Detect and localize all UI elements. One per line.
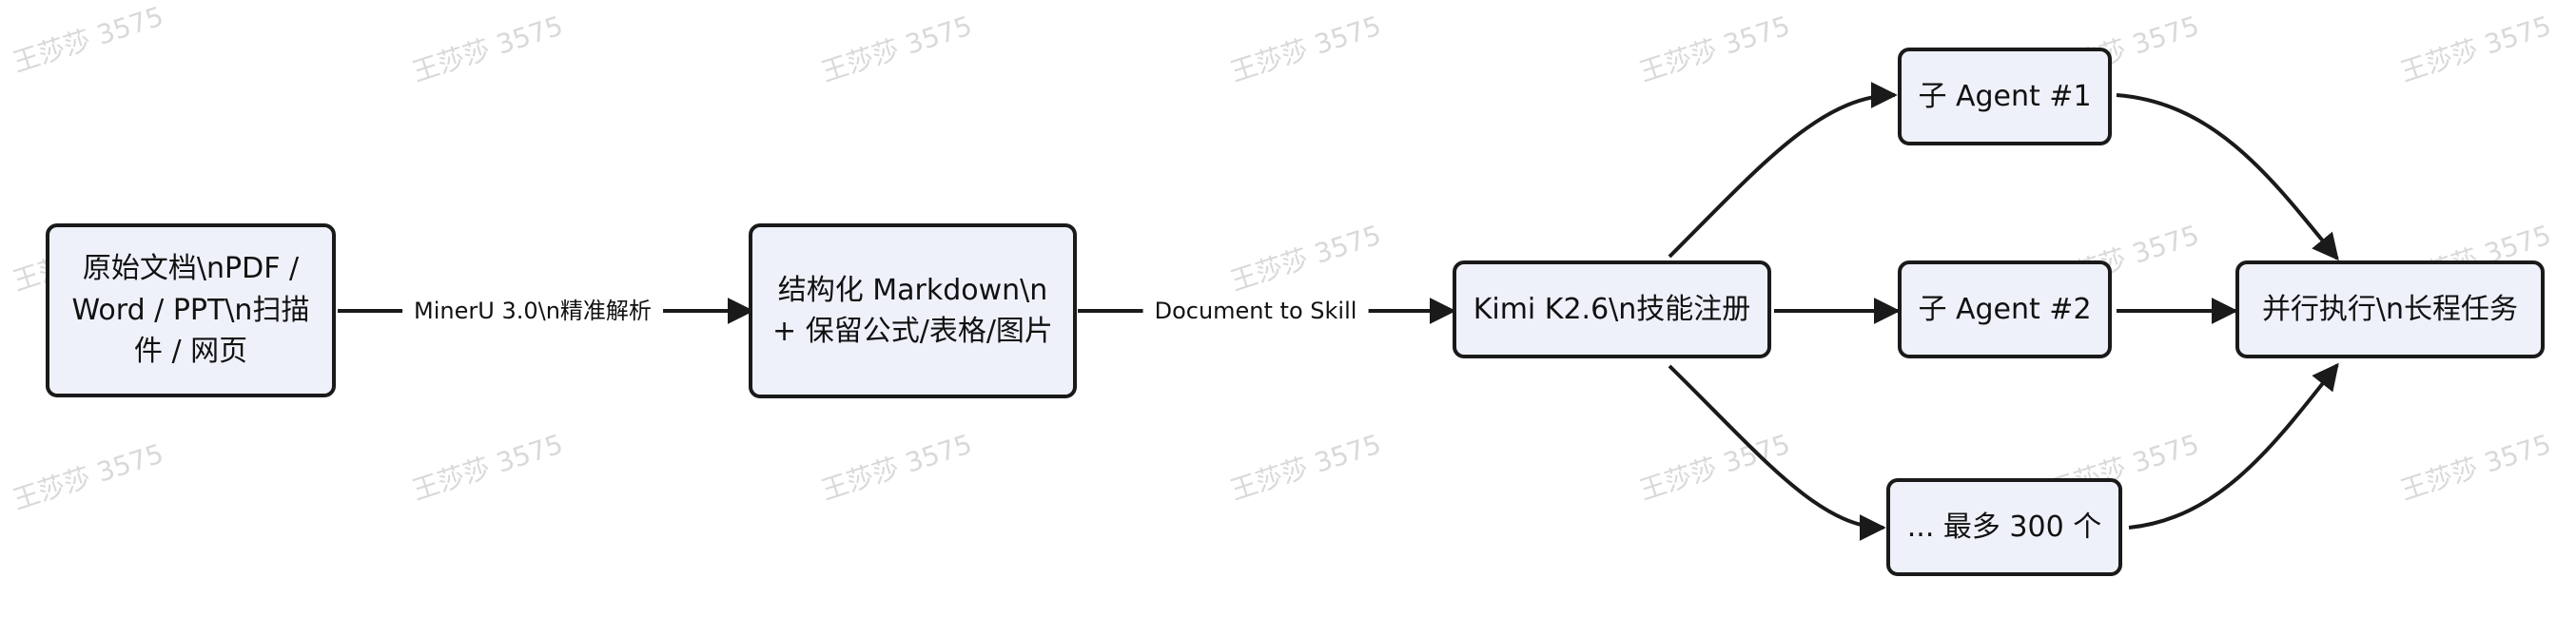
- edge-kimi-to-agent1: [1668, 82, 1898, 259]
- node-structured-markdown-label: 结构化 Markdown\n+ 保留公式/表格/图片: [772, 273, 1053, 349]
- node-agent-2: 子 Agent #2: [1898, 260, 2112, 358]
- node-agent-more: ... 最多 300 个: [1886, 478, 2122, 576]
- node-parallel-exec-label: 并行执行\n长程任务: [2261, 292, 2519, 326]
- node-agent-1: 子 Agent #1: [1898, 48, 2112, 145]
- node-kimi-label: Kimi K2.6\n技能注册: [1473, 292, 1751, 326]
- node-structured-markdown: 结构化 Markdown\n+ 保留公式/表格/图片: [749, 223, 1077, 398]
- node-kimi: Kimi K2.6\n技能注册: [1453, 260, 1771, 358]
- node-source-docs-label: 原始文档\nPDF / Word / PPT\n扫描件 / 网页: [71, 252, 310, 369]
- node-parallel-exec: 并行执行\n长程任务: [2235, 260, 2545, 358]
- edge-agent1-to-parallel: [2116, 93, 2339, 261]
- node-agent-2-label: 子 Agent #2: [1918, 292, 2092, 326]
- node-agent-1-label: 子 Agent #1: [1918, 79, 2092, 113]
- edge-label-mineru: MinerU 3.0\n精准解析: [402, 295, 663, 327]
- node-agent-more-label: ... 最多 300 个: [1906, 510, 2102, 544]
- edge-kimi-to-agent-more: [1668, 364, 1886, 541]
- edge-label-document-to-skill: Document to Skill: [1142, 295, 1369, 327]
- edge-more-to-parallel: [2128, 362, 2339, 530]
- node-source-docs: 原始文档\nPDF / Word / PPT\n扫描件 / 网页: [46, 223, 336, 397]
